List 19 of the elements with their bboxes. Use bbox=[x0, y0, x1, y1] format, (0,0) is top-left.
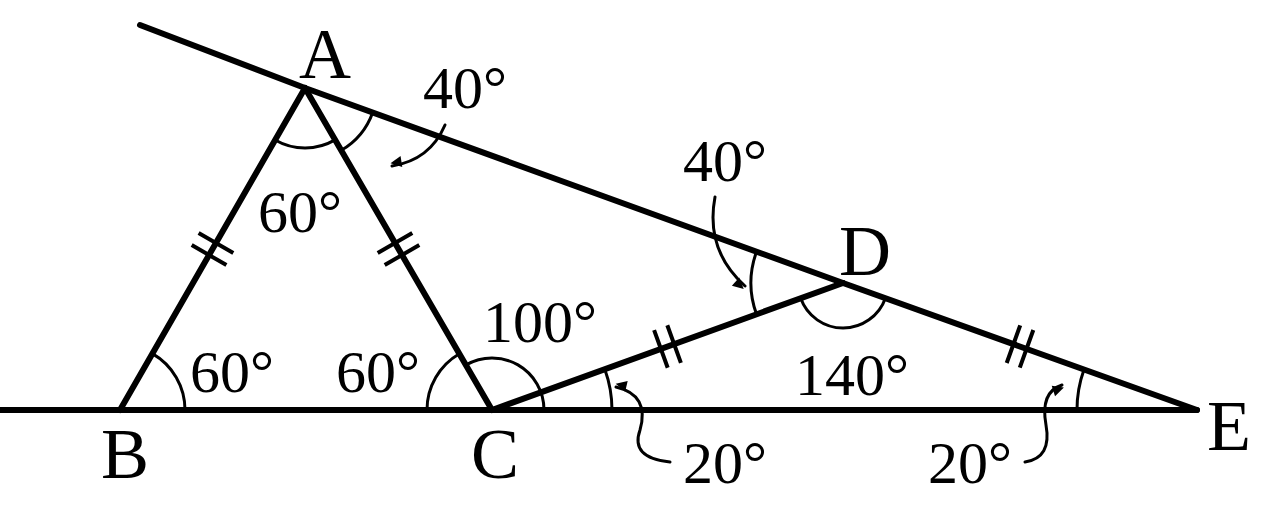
angle-label: 140° bbox=[795, 345, 909, 405]
angle-label: 60° bbox=[190, 342, 274, 402]
angle-label: 100° bbox=[483, 292, 597, 352]
line-segment bbox=[137, 22, 308, 91]
leader-arrow bbox=[614, 381, 672, 464]
point-label: E bbox=[1197, 390, 1261, 462]
angle-label: 40° bbox=[410, 50, 520, 125]
angle-label: 40° bbox=[670, 125, 780, 197]
leader-arrow bbox=[390, 123, 447, 168]
leader-arrow bbox=[711, 195, 747, 289]
leader-arrow bbox=[1023, 383, 1064, 464]
angle-label: 60° bbox=[336, 342, 420, 402]
angle-label: 60° bbox=[258, 182, 342, 242]
point-label: C bbox=[455, 410, 535, 490]
angle-label: 20° bbox=[915, 425, 1025, 500]
angle-label: 20° bbox=[670, 425, 780, 500]
point-label: D bbox=[820, 215, 910, 283]
point-label: B bbox=[85, 410, 165, 490]
point-label: A bbox=[280, 18, 370, 88]
